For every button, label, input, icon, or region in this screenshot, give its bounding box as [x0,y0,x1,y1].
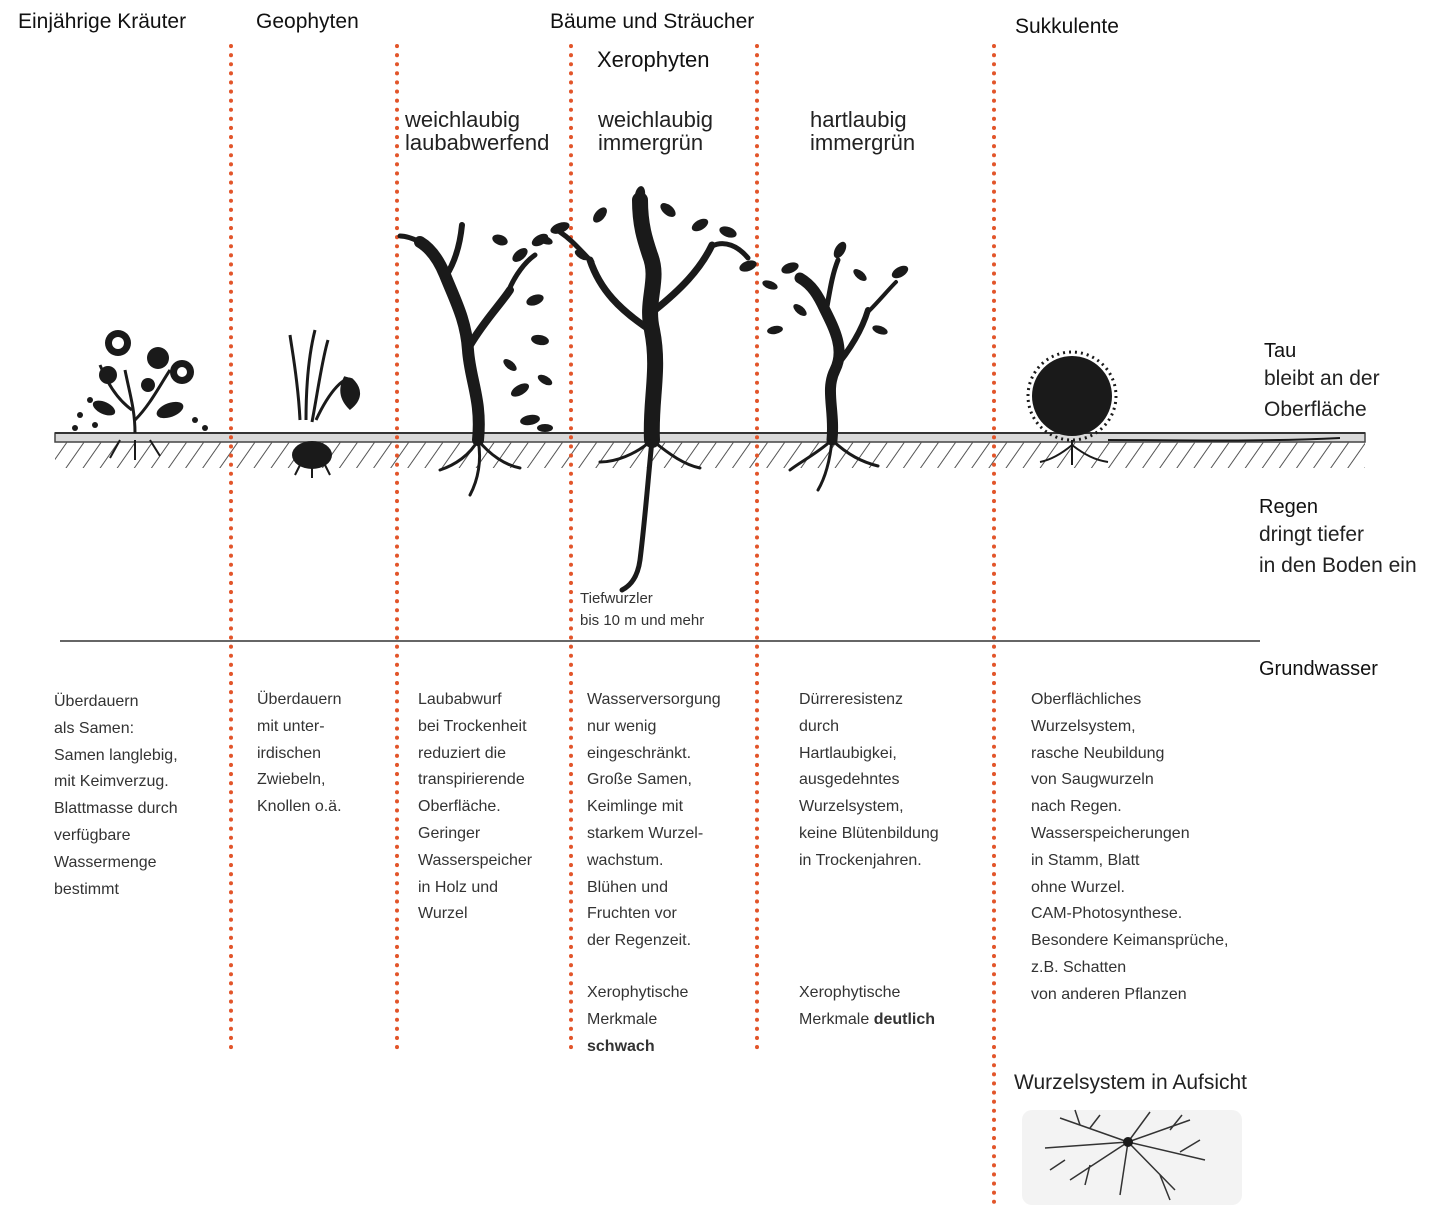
category-baeume-title: Bäume und Sträucher [550,10,755,33]
xero-clear-emphasis: deutlich [873,1010,936,1028]
leaf-type-hard-evergreen: hartlaubig immergrün [810,107,916,155]
soil-band [54,432,1366,468]
deep-root-note: Tiefwurzler bis 10 m und mehr [580,590,705,629]
description-geophyten: Überdauern mit unter- irdischen Zwiebeln… [257,691,342,816]
water-level-regen: Regen dringt tiefer in den Boden ein [1259,496,1417,581]
deep-root-tree-illustration [537,186,757,593]
deciduous-tree-illustration [397,222,553,497]
water-level-tau: Tau bleibt an der Oberfläche [1264,340,1380,425]
description-einjaehrige: Überdauern als Samen: Samen langlebig, m… [54,693,178,898]
succulent-plant-illustration [1026,350,1341,465]
category-xerophyten-title: Xerophyten [597,47,710,72]
xero-note-clear: Xerophytische Merkmale deutlich [799,984,936,1028]
herb-plant-illustration [72,330,208,460]
xero-note-weak: Xerophytische Merkmale schwach [587,984,689,1055]
xero-weak-emphasis: schwach [587,1037,655,1055]
regen-text: dringt tiefer in den Boden ein [1259,523,1417,577]
grundwasser-title: Grundwasser [1259,658,1378,680]
category-einjaehrige-title: Einjährige Kräuter [18,10,187,33]
leaf-type-deciduous: weichlaubig laubabwerfend [405,107,550,155]
bulb-plant-illustration [288,329,360,478]
root-topview-title: Wurzelsystem in Aufsicht [1014,1071,1248,1094]
regen-title: Regen [1259,496,1318,518]
description-sukkulente: Oberflächliches Wurzelsystem, rasche Neu… [1031,691,1229,1003]
tau-text: bleibt an der Oberfläche [1264,367,1380,421]
column-dividers [229,44,996,1212]
category-geophyten-title: Geophyten [256,10,359,33]
description-hart-immergruen: Dürreresistenz durch Hartlaubigkei, ausg… [799,691,939,869]
description-laubabwerfend: Laubabwurf bei Trockenheit reduziert die… [418,691,533,923]
root-system-topview-illustration [1022,1109,1242,1205]
description-weich-immergruen: Wasserversorgung nur wenig eingeschränkt… [587,691,721,950]
leaf-type-soft-evergreen: weichlaubig immergrün [598,107,713,155]
category-sukkulente-title: Sukkulente [1015,15,1119,38]
tau-title: Tau [1264,340,1297,362]
sclerophyll-tree-illustration [762,241,909,492]
